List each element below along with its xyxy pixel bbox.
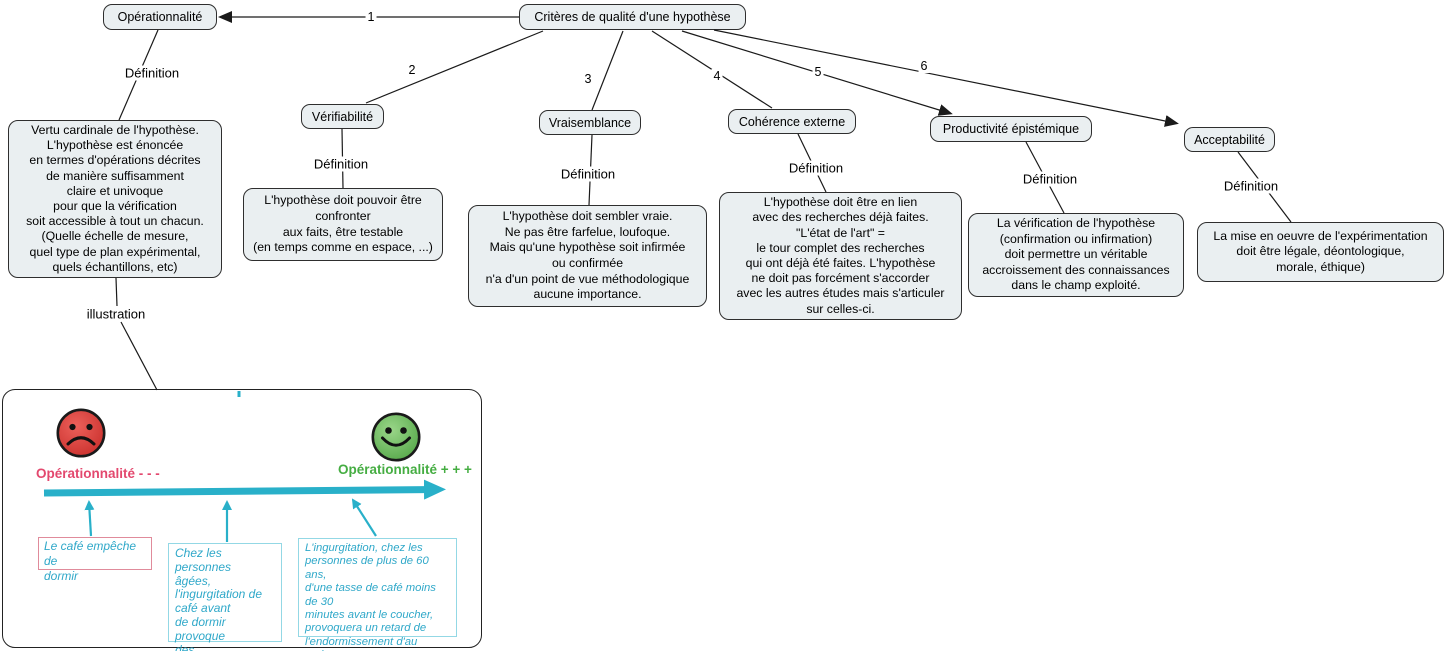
edge-number-1: 1 [365, 10, 377, 24]
definition-box-coherence-externe[interactable]: L'hypothèse doit être en lien avec des r… [719, 192, 962, 320]
edge-number-3: 3 [582, 72, 594, 86]
edge-number-2: 2 [406, 63, 418, 77]
node-root-criteres[interactable]: Critères de qualité d'une hypothèse [519, 4, 746, 30]
edge-label-definition-productivite: Définition [1019, 171, 1081, 187]
edge-number-5: 5 [812, 65, 824, 79]
edge-2-root-to-verifiabilite [365, 30, 544, 104]
node-coherence-externe[interactable]: Cohérence externe [728, 109, 856, 134]
edge-illustration-upper [115, 277, 118, 307]
edge-illustration-lower [120, 321, 158, 391]
sad-face-icon [56, 408, 106, 458]
edge-label-definition-coherence: Définition [785, 160, 847, 176]
happy-face-icon [371, 412, 421, 462]
edge-label-definition-acceptabilite: Définition [1220, 178, 1282, 194]
edge-label-illustration: illustration [83, 306, 149, 322]
edge-label-definition-operationnalite: Définition [121, 65, 183, 81]
example-box-medium-operationality[interactable]: Chez les personnes âgées, l'ingurgitatio… [168, 543, 282, 651]
node-verifiabilite[interactable]: Vérifiabilité [301, 104, 384, 129]
edge-label-definition-verifiabilite: Définition [310, 156, 372, 172]
definition-box-acceptabilite[interactable]: La mise en oeuvre de l'expérimentation d… [1197, 222, 1444, 282]
node-operationnalite[interactable]: Opérationnalité [103, 4, 217, 30]
definition-box-operationnalite[interactable]: Vertu cardinale de l'hypothèse. L'hypoth… [8, 120, 222, 278]
edge-number-6: 6 [918, 59, 930, 73]
node-acceptabilite[interactable]: Acceptabilité [1184, 127, 1275, 152]
example-box-high-operationality[interactable]: L'ingurgitation, chez les personnes de p… [298, 538, 457, 651]
edge-number-4: 4 [711, 69, 723, 83]
definition-box-productivite-epistemique[interactable]: La vérification de l'hypothèse (confirma… [968, 213, 1184, 297]
operationality-negative-label: Opérationnalité - - - [36, 466, 160, 481]
definition-box-vraisemblance[interactable]: L'hypothèse doit sembler vraie. Ne pas ê… [468, 205, 707, 307]
definition-box-verifiabilite[interactable]: L'hypothèse doit pouvoir être confronter… [243, 188, 443, 261]
edge-3-root-to-vraisemblance [591, 30, 624, 111]
operationality-positive-label: Opérationnalité + + + [338, 462, 472, 477]
node-vraisemblance[interactable]: Vraisemblance [539, 110, 641, 135]
node-productivite-epistemique[interactable]: Productivité épistémique [930, 116, 1092, 142]
example-box-low-operationality[interactable]: Le café empêche de dormir [38, 537, 152, 583]
edge-label-definition-vraisemblance: Définition [557, 166, 619, 182]
